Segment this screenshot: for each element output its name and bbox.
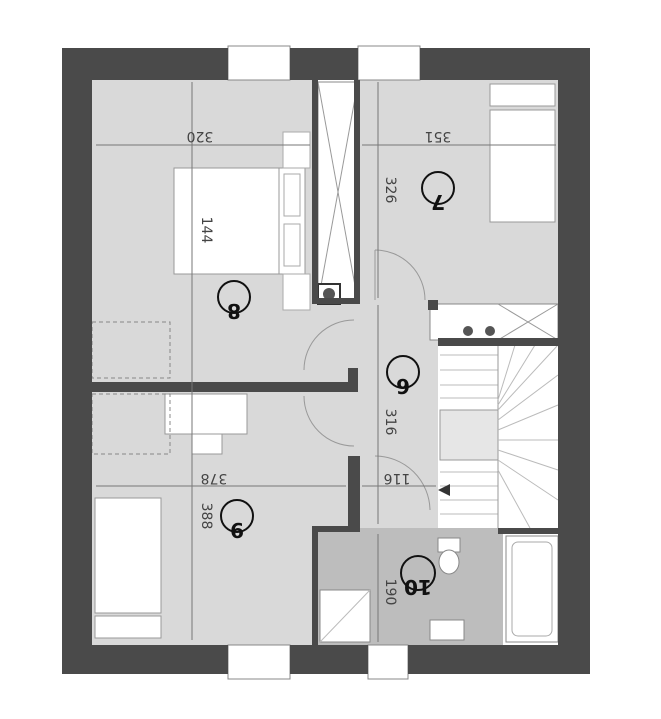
dim-room9-depth: 388 — [198, 503, 214, 530]
stair-direction-arrow — [438, 484, 450, 496]
room-6-marker: 6 — [386, 355, 420, 398]
dim-room8-width: 320 — [187, 128, 214, 144]
door-swings — [303, 249, 431, 511]
dim-room7-depth: 326 — [382, 177, 398, 204]
room-10-marker: 10 — [400, 555, 436, 599]
wardrobe-room-7 — [317, 81, 359, 303]
room-10-number: 10 — [404, 575, 432, 599]
dim-bath-depth: 190 — [382, 579, 398, 606]
dim-room9-width: 378 — [201, 470, 228, 486]
toilet — [437, 537, 461, 575]
kitchen-counter — [429, 303, 559, 341]
room-9-number: 9 — [230, 518, 244, 542]
room-8-number: 8 — [227, 299, 241, 323]
single-bed-room-7 — [489, 83, 556, 223]
room-7-number: 7 — [431, 190, 445, 214]
washbasin — [429, 619, 465, 641]
dimension-lines — [96, 82, 556, 642]
bathtub — [505, 535, 559, 643]
room-6-number: 6 — [396, 374, 410, 398]
shower-tray — [319, 589, 371, 643]
desk-room-9 — [91, 393, 248, 455]
dim-room8-bed: 144 — [198, 217, 214, 244]
windows — [227, 45, 421, 680]
room-8-marker: 8 — [217, 280, 251, 323]
dim-room7-width: 351 — [425, 128, 452, 144]
room-9-marker: 9 — [220, 499, 254, 542]
dim-hall-width: 116 — [384, 470, 411, 486]
room-7-marker: 7 — [421, 171, 455, 214]
staircase — [439, 344, 559, 529]
single-bed-room-9 — [94, 497, 162, 639]
walls — [62, 48, 590, 674]
dim-hall-depth: 316 — [382, 409, 398, 436]
